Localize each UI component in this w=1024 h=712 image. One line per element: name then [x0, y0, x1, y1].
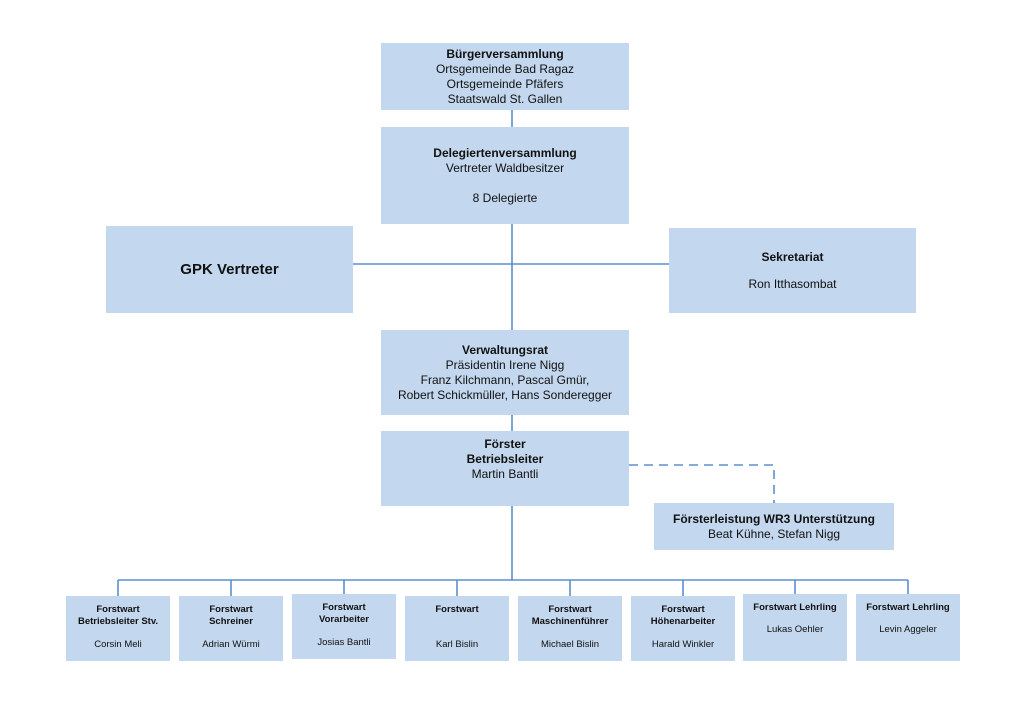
buerger-line-2: Ortsgemeinde Pfäfers [446, 76, 564, 91]
staff-box: Forstwart Höhenarbeiter Harald Winkler [631, 596, 735, 661]
buerger-line-3: Staatswald St. Gallen [447, 91, 563, 106]
gpk-box: GPK Vertreter [106, 226, 353, 313]
staff-box: Forstwart Lehrling Levin Aggeler [856, 594, 960, 661]
verwaltungsrat-line-3: Robert Schickmüller, Hans Sonderegger [397, 387, 613, 402]
foerster-title-2: Betriebsleiter [466, 452, 544, 466]
foerster-title-1: Förster [484, 437, 526, 451]
staff-box: Forstwart Schreiner Adrian Würmi [179, 596, 283, 661]
staff-name: Levin Aggeler [879, 624, 937, 635]
foerster-box: Förster Betriebsleiter Martin Bantli [381, 431, 629, 506]
wr3-title: Försterleistung WR3 Unterstützung [672, 511, 875, 526]
verwaltungsrat-line-2: Franz Kilchmann, Pascal Gmür, [420, 372, 590, 387]
staff-name: Karl Bislin [435, 639, 479, 650]
buergerversammlung-title: Bürgerversammlung [446, 46, 564, 61]
wr3-box: Försterleistung WR3 Unterstützung Beat K… [654, 503, 894, 550]
staff-role-2: Betriebsleiter Stv. [77, 616, 159, 627]
staff-role-1: Forstwart [209, 604, 253, 615]
delegierte-line-1: Vertreter Waldbesitzer [445, 160, 565, 175]
staff-role-1: Forstwart Lehrling [866, 602, 950, 613]
sekretariat-box: Sekretariat Ron Itthasombat [669, 228, 916, 313]
staff-box: Forstwart Vorarbeiter Josias Bantli [292, 594, 396, 659]
staff-role-2: Höhenarbeiter [650, 616, 716, 627]
staff-name: Lukas Oehler [766, 624, 824, 635]
staff-name: Harald Winkler [651, 639, 715, 650]
verwaltungsrat-line-1: Präsidentin Irene Nigg [445, 357, 565, 372]
verwaltungsrat-box: Verwaltungsrat Präsidentin Irene Nigg Fr… [381, 330, 629, 415]
foerster-name: Martin Bantli [471, 467, 539, 481]
delegiertenversammlung-box: Delegiertenversammlung Vertreter Waldbes… [381, 127, 629, 224]
staff-role-2: Vorarbeiter [319, 614, 369, 625]
staff-role-1: Forstwart [661, 604, 705, 615]
staff-role-1: Forstwart [322, 602, 366, 613]
staff-role-1: Forstwart Lehrling [753, 602, 837, 613]
staff-role-1: Forstwart [435, 604, 479, 615]
delegierte-line-2: 8 Delegierte [472, 190, 538, 205]
delegierte-title: Delegiertenversammlung [433, 145, 577, 160]
buerger-line-1: Ortsgemeinde Bad Ragaz [435, 61, 575, 76]
staff-name: Corsin Meli [94, 639, 142, 650]
staff-box: Forstwart Karl Bislin [405, 596, 509, 661]
buergerversammlung-box: Bürgerversammlung Ortsgemeinde Bad Ragaz… [381, 43, 629, 110]
staff-box: Forstwart Lehrling Lukas Oehler [743, 594, 847, 661]
gpk-title: GPK Vertreter [180, 261, 279, 278]
staff-name: Adrian Würmi [202, 639, 260, 650]
staff-box: Forstwart Maschinenführer Michael Bislin [518, 596, 622, 661]
staff-role-2: Schreiner [209, 616, 253, 627]
staff-name: Josias Bantli [317, 637, 371, 648]
staff-role-1: Forstwart [548, 604, 592, 615]
staff-box: Forstwart Betriebsleiter Stv. Corsin Mel… [66, 596, 170, 661]
staff-role-1: Forstwart [96, 604, 140, 615]
sekretariat-name: Ron Itthasombat [748, 276, 837, 291]
sekretariat-title: Sekretariat [761, 249, 824, 264]
wr3-names: Beat Kühne, Stefan Nigg [707, 526, 841, 541]
verwaltungsrat-title: Verwaltungsrat [461, 342, 549, 357]
staff-name: Michael Bislin [540, 639, 600, 650]
staff-role-2: Maschinenführer [531, 616, 609, 627]
